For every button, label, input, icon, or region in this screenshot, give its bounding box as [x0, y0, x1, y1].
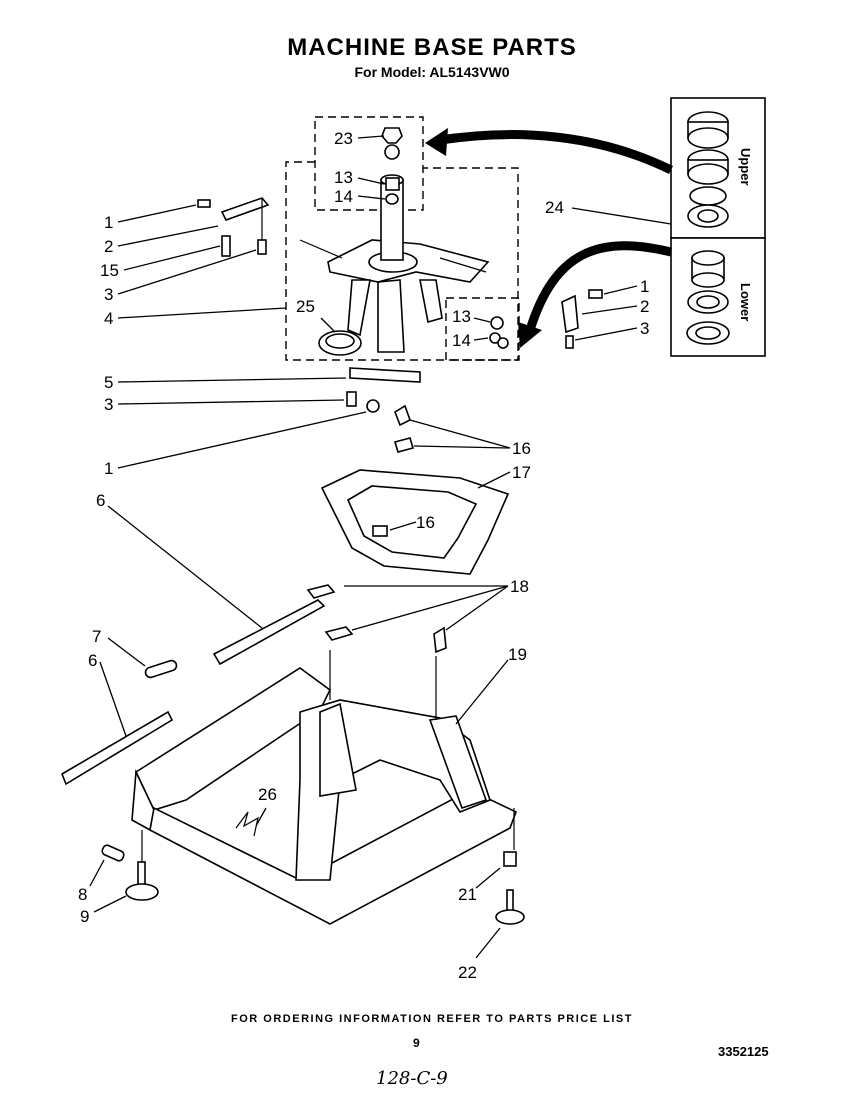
- callout-3: 3: [104, 285, 113, 304]
- document-number: 3352125: [718, 1044, 769, 1059]
- callout-1: 1: [104, 213, 113, 232]
- callout-14: 14: [334, 187, 353, 206]
- callout-3: 3: [640, 319, 649, 338]
- leveling-feet: [101, 844, 525, 925]
- callout-6: 6: [88, 651, 97, 670]
- callout-1: 1: [640, 277, 649, 296]
- model-subtitle: For Model: AL5143VW0: [354, 64, 510, 80]
- callout-16: 16: [416, 513, 435, 532]
- callout-22: 22: [458, 963, 477, 982]
- seal-ring-icon: [318, 330, 362, 356]
- callout-18: 18: [510, 577, 529, 596]
- machine-base-19: [131, 650, 518, 925]
- side-plates: [61, 599, 326, 786]
- callout-24: 24: [545, 198, 564, 217]
- inset-upper-label: Upper: [738, 148, 753, 186]
- base-frame-17: [320, 404, 510, 575]
- support-caps: [306, 584, 447, 654]
- callout-7: 7: [92, 627, 101, 646]
- bearing-inset: Upper Lower: [670, 97, 766, 357]
- hardware-stack: [381, 127, 509, 349]
- lower-hub-bracket: [346, 367, 421, 413]
- callout-25: 25: [296, 297, 315, 316]
- callout-4: 4: [104, 309, 113, 328]
- callout-2: 2: [640, 297, 649, 316]
- callout-16: 16: [512, 439, 531, 458]
- callout-6: 6: [96, 491, 105, 510]
- spring-clip-26: [235, 811, 259, 837]
- callout-5: 5: [104, 373, 113, 392]
- callout-2: 2: [104, 237, 113, 256]
- callout-17: 17: [512, 463, 531, 482]
- callout-labels: 23 13 14 1 2 15 3 4 25 24 1 2 3 13 14 5 …: [78, 129, 649, 982]
- upper-bearing-icon: [687, 111, 729, 228]
- callout-13: 13: [452, 307, 471, 326]
- leader-lines: [89, 135, 672, 959]
- right-bracket-hardware: [561, 289, 603, 349]
- callout-21: 21: [458, 885, 477, 904]
- callout-14: 14: [452, 331, 471, 350]
- inset-lower-label: Lower: [738, 283, 753, 321]
- pointer-arrows: [425, 128, 673, 348]
- callout-19: 19: [508, 645, 527, 664]
- callout-9: 9: [80, 907, 89, 926]
- callout-15: 15: [100, 261, 119, 280]
- callout-26: 26: [258, 785, 277, 804]
- lower-bearing-icon: [686, 250, 730, 345]
- callout-1: 1: [104, 459, 113, 478]
- callout-13: 13: [334, 168, 353, 187]
- callout-3: 3: [104, 395, 113, 414]
- callout-8: 8: [78, 885, 87, 904]
- ordering-note: FOR ORDERING INFORMATION REFER TO PARTS …: [231, 1013, 633, 1025]
- page-title: MACHINE BASE PARTS: [287, 34, 577, 61]
- handwritten-note: 128-C-9: [376, 1068, 448, 1089]
- page-number: 9: [413, 1036, 420, 1050]
- callout-23: 23: [334, 129, 353, 148]
- left-bracket-hardware: [197, 197, 270, 257]
